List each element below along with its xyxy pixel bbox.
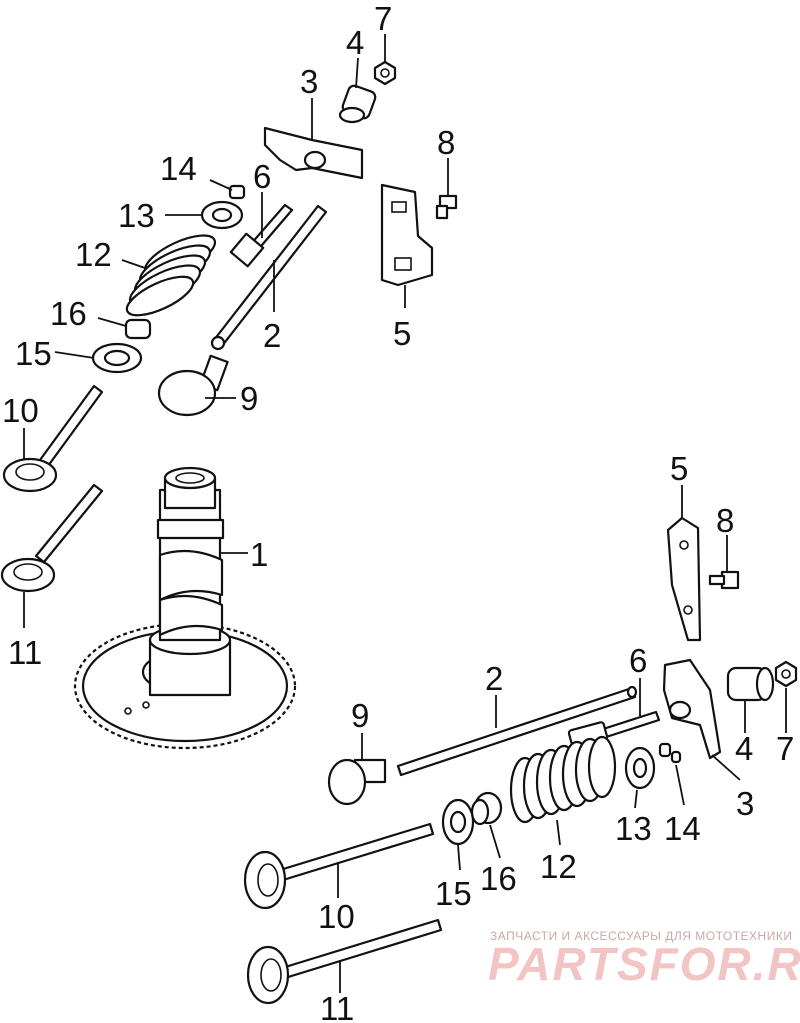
callout-lower-14: 14 bbox=[664, 810, 701, 847]
callout-upper-5: 5 bbox=[393, 315, 411, 352]
callout-upper-8: 8 bbox=[437, 124, 455, 161]
callout-lower-2: 2 bbox=[485, 660, 503, 697]
callout-upper-12: 12 bbox=[75, 236, 112, 273]
callout-lower-7: 7 bbox=[776, 730, 794, 767]
callout-lower-15: 15 bbox=[435, 875, 472, 912]
callout-upper-15: 15 bbox=[15, 335, 52, 372]
callout-upper-14: 14 bbox=[160, 150, 197, 187]
spring-seat-lower bbox=[441, 798, 475, 846]
intake-valve-upper bbox=[2, 384, 104, 493]
watermark-tagline: ЗАПЧАСТИ И АКСЕССУАРЫ ДЛЯ МОТОТЕХНИКИ bbox=[490, 929, 792, 943]
callout-upper-4: 4 bbox=[346, 24, 364, 61]
callout-lower-8: 8 bbox=[716, 502, 734, 539]
callout-upper-6: 6 bbox=[253, 158, 271, 195]
callout-lower-10: 10 bbox=[318, 898, 355, 935]
valve-seal-upper bbox=[124, 318, 152, 340]
callout-lower-12: 12 bbox=[540, 848, 577, 885]
callout-upper-3: 3 bbox=[300, 63, 318, 100]
callout-upper-11: 11 bbox=[8, 634, 42, 671]
bolt-lower bbox=[708, 570, 740, 590]
valve-keeper-lower bbox=[658, 742, 682, 764]
bolt-upper bbox=[435, 194, 458, 220]
callout-lower-11: 11 bbox=[320, 990, 354, 1023]
callout-upper-13: 13 bbox=[118, 197, 155, 234]
leader-lines-upper bbox=[23, 34, 449, 628]
callout-lower-4: 4 bbox=[735, 730, 753, 767]
nut-upper bbox=[373, 60, 397, 86]
nut-lower bbox=[774, 660, 798, 688]
rocker-pivot-upper bbox=[338, 84, 377, 124]
rocker-arm-lower bbox=[662, 658, 722, 760]
watermark: ЗАПЧАСТИ И АКСЕССУАРЫ ДЛЯ МОТОТЕХНИКИ PA… bbox=[488, 929, 800, 990]
callout-upper-2: 2 bbox=[263, 317, 281, 354]
valve-spring-lower bbox=[509, 735, 617, 824]
push-rod-guide-lower bbox=[666, 516, 702, 642]
callout-upper-16: 16 bbox=[50, 295, 87, 332]
watermark-brand: PARTSFOR.RU bbox=[488, 938, 800, 990]
rocker-pivot-lower bbox=[726, 666, 775, 702]
rocker-arm-upper bbox=[263, 126, 364, 180]
push-rod-guide-upper bbox=[380, 183, 434, 287]
exhaust-valve-upper bbox=[0, 483, 104, 593]
push-rod-short-upper bbox=[229, 203, 294, 268]
callout-upper-10: 10 bbox=[2, 392, 39, 429]
tappet-lower bbox=[327, 758, 387, 806]
spring-seat-upper bbox=[91, 342, 143, 374]
callout-lower-5: 5 bbox=[670, 450, 688, 487]
valve-spring-upper bbox=[125, 234, 217, 317]
callout-lower-3: 3 bbox=[736, 785, 754, 822]
valve-keeper-upper bbox=[228, 184, 246, 200]
callout-upper-1: 1 bbox=[250, 536, 268, 573]
intake-valve-lower bbox=[243, 822, 435, 910]
valve-seal-lower bbox=[470, 791, 503, 826]
callout-lower-9: 9 bbox=[351, 697, 369, 734]
spring-retainer-lower bbox=[624, 746, 656, 790]
callout-upper-7: 7 bbox=[374, 0, 392, 37]
callout-lower-6: 6 bbox=[629, 642, 647, 679]
callout-lower-13: 13 bbox=[615, 810, 652, 847]
tappet-upper bbox=[157, 354, 229, 417]
spring-retainer-upper bbox=[200, 200, 244, 230]
push-rod-long-lower bbox=[396, 685, 638, 777]
callout-lower-16: 16 bbox=[480, 860, 517, 897]
leader-lines-lower bbox=[337, 485, 787, 993]
push-rod-long-upper bbox=[210, 204, 328, 351]
callout-upper-9: 9 bbox=[240, 380, 258, 417]
camshaft bbox=[148, 466, 232, 697]
exhaust-valve-lower bbox=[246, 918, 443, 1005]
